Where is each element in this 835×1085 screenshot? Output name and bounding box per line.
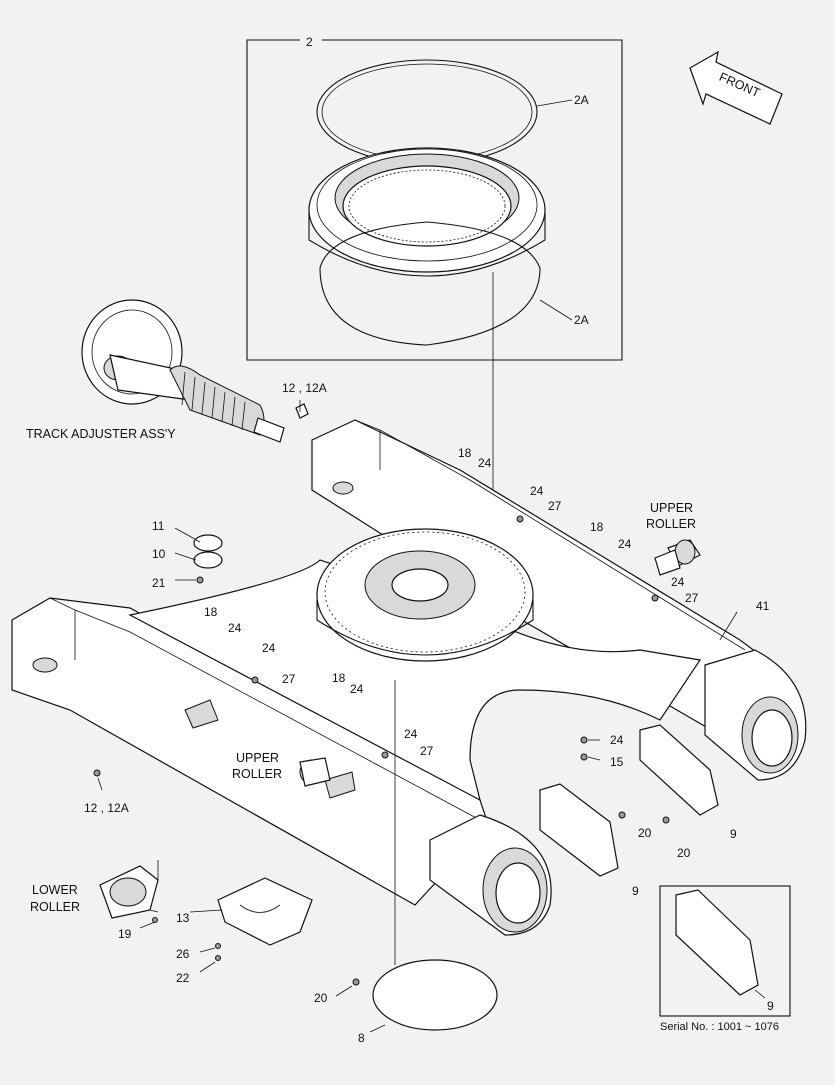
callout-20-a: 20 <box>638 826 652 840</box>
callout-27-c: 27 <box>282 672 296 686</box>
callout-18-d: 18 <box>332 671 346 685</box>
callout-24-c: 24 <box>618 537 632 551</box>
callout-24-d: 24 <box>671 575 685 589</box>
leader-lines <box>97 400 766 1033</box>
callout-2a-bottom: 2A <box>574 313 589 327</box>
callout-24-g: 24 <box>350 682 364 696</box>
guard-13-drawing <box>217 877 313 946</box>
cover-9-right <box>639 724 719 816</box>
track-frame-drawing <box>11 419 807 936</box>
callout-9-b: 9 <box>632 884 639 898</box>
callout-27-a: 27 <box>548 499 562 513</box>
cover-9-center <box>539 783 619 877</box>
lower-roller-drawing <box>99 860 159 919</box>
lower-roller-label-2: ROLLER <box>30 900 80 914</box>
callout-24-i: 24 <box>610 733 624 747</box>
front-direction-arrow: FRONT <box>689 50 783 125</box>
callout-2a-top: 2A <box>574 93 589 107</box>
callout-24-h: 24 <box>404 727 418 741</box>
cover-9-detail-box <box>659 885 791 1017</box>
hardware-dots <box>93 515 670 986</box>
callout-41: 41 <box>756 599 770 613</box>
callout-26: 26 <box>176 947 190 961</box>
callout-21: 21 <box>152 576 166 590</box>
serial-number-note: Serial No. : 1001 ~ 1076 <box>660 1021 779 1033</box>
callout-24-a: 24 <box>478 456 492 470</box>
callout-18-c: 18 <box>204 605 218 619</box>
callout-20-b: 20 <box>677 846 691 860</box>
callout-9-a: 9 <box>730 827 737 841</box>
callout-15: 15 <box>610 755 624 769</box>
callout-12-bottom: 12 , 12A <box>84 801 129 815</box>
callout-8: 8 <box>358 1031 365 1045</box>
upper-roller-left-label-1: UPPER <box>236 751 279 765</box>
callout-22: 22 <box>176 971 190 985</box>
callout-24-b: 24 <box>530 484 544 498</box>
callout-19: 19 <box>118 927 132 941</box>
callout-10: 10 <box>152 547 166 561</box>
upper-roller-right-label-1: UPPER <box>650 501 693 515</box>
track-adjuster-label: TRACK ADJUSTER ASS'Y <box>26 427 176 441</box>
callout-20-c: 20 <box>314 991 328 1005</box>
bottom-cover-8 <box>372 680 498 1031</box>
callout-24-f: 24 <box>262 641 276 655</box>
callout-27-d: 27 <box>420 744 434 758</box>
callout-18-b: 18 <box>590 520 604 534</box>
callout-27-b: 27 <box>685 591 699 605</box>
callout-9-c: 9 <box>767 999 774 1013</box>
track-adjuster-drawing <box>81 299 309 443</box>
upper-roller-left-label-2: ROLLER <box>232 767 282 781</box>
upper-roller-left-drawing <box>299 757 331 787</box>
callout-11: 11 <box>152 519 165 533</box>
swing-bearing-detail-box <box>246 39 623 660</box>
callout-18-a: 18 <box>458 446 472 460</box>
callout-24-e: 24 <box>228 621 242 635</box>
callout-12-top: 12 , 12A <box>282 381 327 395</box>
callout-13: 13 <box>176 911 190 925</box>
callout-2: 2 <box>306 35 313 49</box>
lower-roller-label-1: LOWER <box>32 883 78 897</box>
upper-roller-right-drawing <box>654 539 701 576</box>
upper-roller-right-label-2: ROLLER <box>646 517 696 531</box>
